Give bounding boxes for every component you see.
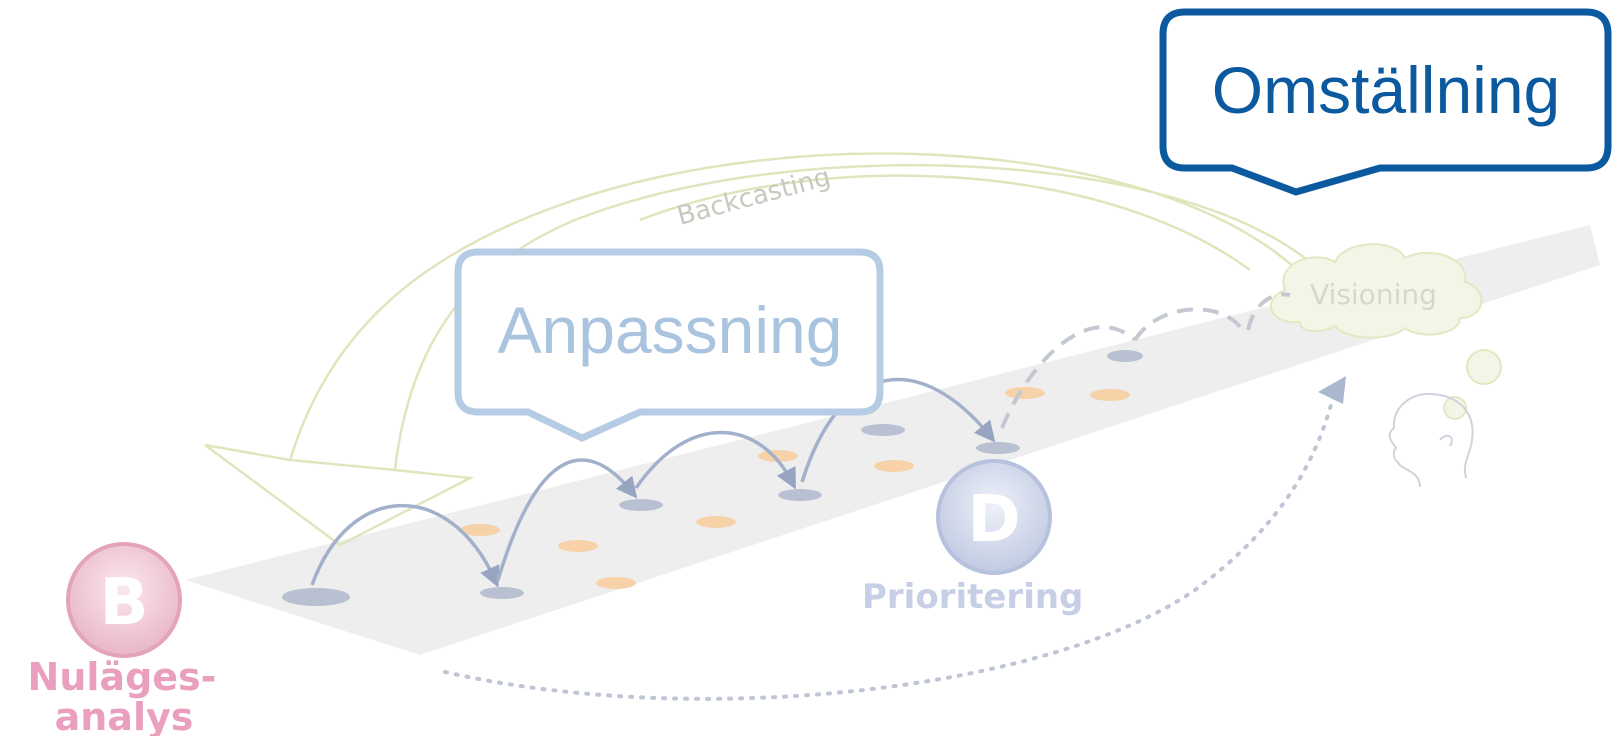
stepping-stones [282,350,1143,606]
dashed-path [1000,292,1291,429]
badge-b-letter: B [100,566,149,640]
backcasting-label: Backcasting [674,162,834,232]
anpassning-text: Anpassning [498,293,843,367]
badge-d-letter: D [967,483,1020,557]
nulages-label-line2: analys [55,695,194,736]
head-profile-icon [1388,392,1474,488]
visioning-label: Visioning [1310,278,1437,311]
omstallning-callout: Omställning [1159,8,1612,196]
prioritering-label: Prioritering [862,577,1083,617]
dotted-arc [443,376,1346,701]
hop-arcs [310,377,996,588]
omstallning-text: Omställning [1212,53,1560,127]
badge-d: D [936,459,1052,575]
backcasting-arrow [204,152,1311,547]
visioning-cloud [1269,243,1502,420]
badge-b: B [66,542,182,658]
nulages-label-line1: Nuläges- [28,655,217,699]
anpassning-callout: Anpassning [454,248,884,442]
roadmap-path [185,225,1600,655]
